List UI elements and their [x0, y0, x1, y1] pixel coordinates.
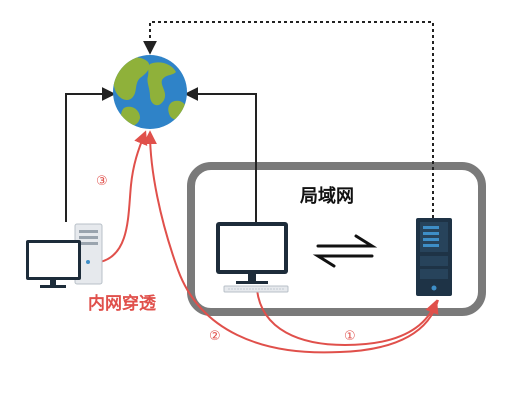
pc-to-globe-arrow [65, 87, 116, 222]
exchange-arrows-icon [312, 234, 378, 268]
server-icon [416, 218, 452, 296]
step-1-label: ① [344, 329, 356, 344]
lan-computer-to-globe-arrow [184, 87, 257, 222]
desktop-pc-icon [26, 223, 103, 288]
step-3-label: ③ [96, 174, 108, 189]
lan-title: 局域网 [300, 185, 354, 207]
lan-frame [187, 162, 486, 316]
step-2-red-path [143, 130, 439, 354]
step-3-red-path [99, 130, 148, 263]
step-1-red-path [256, 289, 439, 347]
globe-icon [113, 55, 187, 129]
monitor-icon [216, 222, 289, 293]
step-2-label: ② [209, 329, 221, 344]
server-to-globe-dotted-line [143, 21, 434, 218]
penetration-label: 内网穿透 [88, 293, 157, 314]
